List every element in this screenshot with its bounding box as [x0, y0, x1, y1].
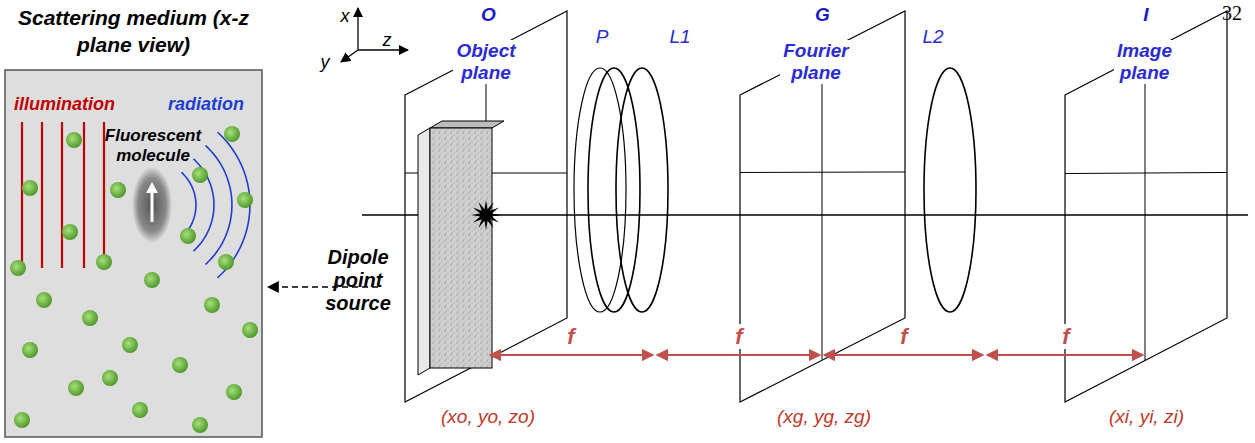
coordinates: (xi, yi, zi): [1106, 406, 1187, 428]
illumination-ray: [83, 122, 85, 268]
molecule-label: Fluorescent molecule: [98, 126, 208, 165]
scatterer: [192, 167, 208, 183]
plane-outline: [740, 11, 905, 402]
scatterer: [237, 192, 253, 208]
sample-slab-top: [430, 121, 504, 128]
optical-planes: [405, 11, 1227, 402]
lens-name: L1: [662, 26, 698, 48]
illumination-ray: [103, 122, 105, 268]
scatterer: [36, 292, 52, 308]
illumination-ray: [21, 122, 23, 268]
plane-letter: I: [1140, 4, 1152, 26]
scatterer: [204, 297, 220, 313]
pupil-letter: P: [590, 26, 614, 48]
plane-name: Image plane: [1114, 40, 1175, 84]
scatterer: [132, 402, 148, 418]
focal-length: f: [732, 324, 746, 349]
radiation-wavefront: [206, 146, 232, 265]
radiation-label: radiation: [166, 94, 246, 115]
lens-name: L2: [915, 26, 951, 48]
coordinate-axes: [341, 8, 408, 62]
lens: [574, 68, 626, 312]
scattering-medium-panel: Scattering medium (x-z plane view): [5, 4, 262, 437]
scatterer: [122, 337, 138, 353]
coordinates: (xo, yo, zo): [438, 406, 538, 428]
scatterer: [172, 357, 188, 373]
focal-length: f: [1059, 324, 1073, 349]
scatterer: [242, 322, 258, 338]
plane-x-axis: [1145, 54, 1146, 361]
focal-distance: [824, 354, 983, 356]
page-number: 32: [1212, 2, 1252, 25]
axis-label: x: [338, 6, 352, 27]
lens: [616, 68, 668, 312]
scatterer: [22, 180, 38, 196]
illumination-label: illumination: [14, 94, 112, 115]
scatterer: [110, 182, 126, 198]
scatterer: [192, 417, 208, 433]
scatterer: [224, 126, 240, 142]
medium-panel: [5, 70, 262, 437]
coordinates: (xg, yg, zg): [774, 406, 874, 428]
focal-distance-arrows: [490, 355, 1143, 356]
source-label: Dipole point source: [306, 246, 410, 315]
scatterer: [102, 370, 118, 386]
dipole-arrow: [151, 190, 154, 222]
scatterer: [82, 310, 98, 326]
dipole-point-source-star: [471, 200, 501, 230]
plane-name: Object plane: [453, 40, 519, 84]
illumination-rays: [22, 122, 104, 268]
focal-distance: [987, 354, 1143, 356]
focal-distance: [490, 354, 653, 356]
scatterer-particles: [10, 126, 258, 433]
focal-length: f: [564, 324, 578, 349]
plane-outline: [1065, 11, 1227, 402]
axis-label: z: [380, 30, 394, 51]
lenses: [574, 68, 976, 312]
radiation-wavefront: [181, 172, 196, 237]
sample-slab: [430, 128, 492, 368]
dipole-arrow-head: [146, 182, 158, 193]
plane-name: Fourier plane: [780, 40, 852, 84]
plane-letter: O: [478, 4, 499, 26]
scatterer: [144, 272, 160, 288]
scatterer: [218, 254, 234, 270]
axis-label: y: [318, 52, 332, 73]
scatterer: [14, 412, 30, 428]
scatterer: [66, 132, 82, 148]
plane-x-axis: [822, 52, 823, 359]
illumination-ray: [61, 122, 63, 268]
fluorescent-molecule: [132, 167, 172, 243]
scatterer: [10, 260, 26, 276]
lens: [924, 68, 976, 312]
lens: [588, 68, 640, 312]
scatterer: [96, 254, 112, 270]
scatterer: [62, 224, 78, 240]
scatterer: [226, 384, 242, 400]
focal-distance: [657, 354, 820, 356]
panel-heading: Scattering medium (x-z plane view): [5, 4, 262, 59]
scatterer: [68, 380, 84, 396]
plane-outline: [405, 11, 567, 402]
scatterer: [22, 342, 38, 358]
plane-y-axis: [1065, 172, 1227, 173]
sample-slab-side: [418, 128, 430, 375]
plane-y-axis: [740, 171, 905, 173]
illumination-ray: [41, 122, 43, 268]
focal-length: f: [897, 324, 911, 349]
scatterer: [180, 228, 196, 244]
plane-letter: G: [812, 4, 833, 26]
